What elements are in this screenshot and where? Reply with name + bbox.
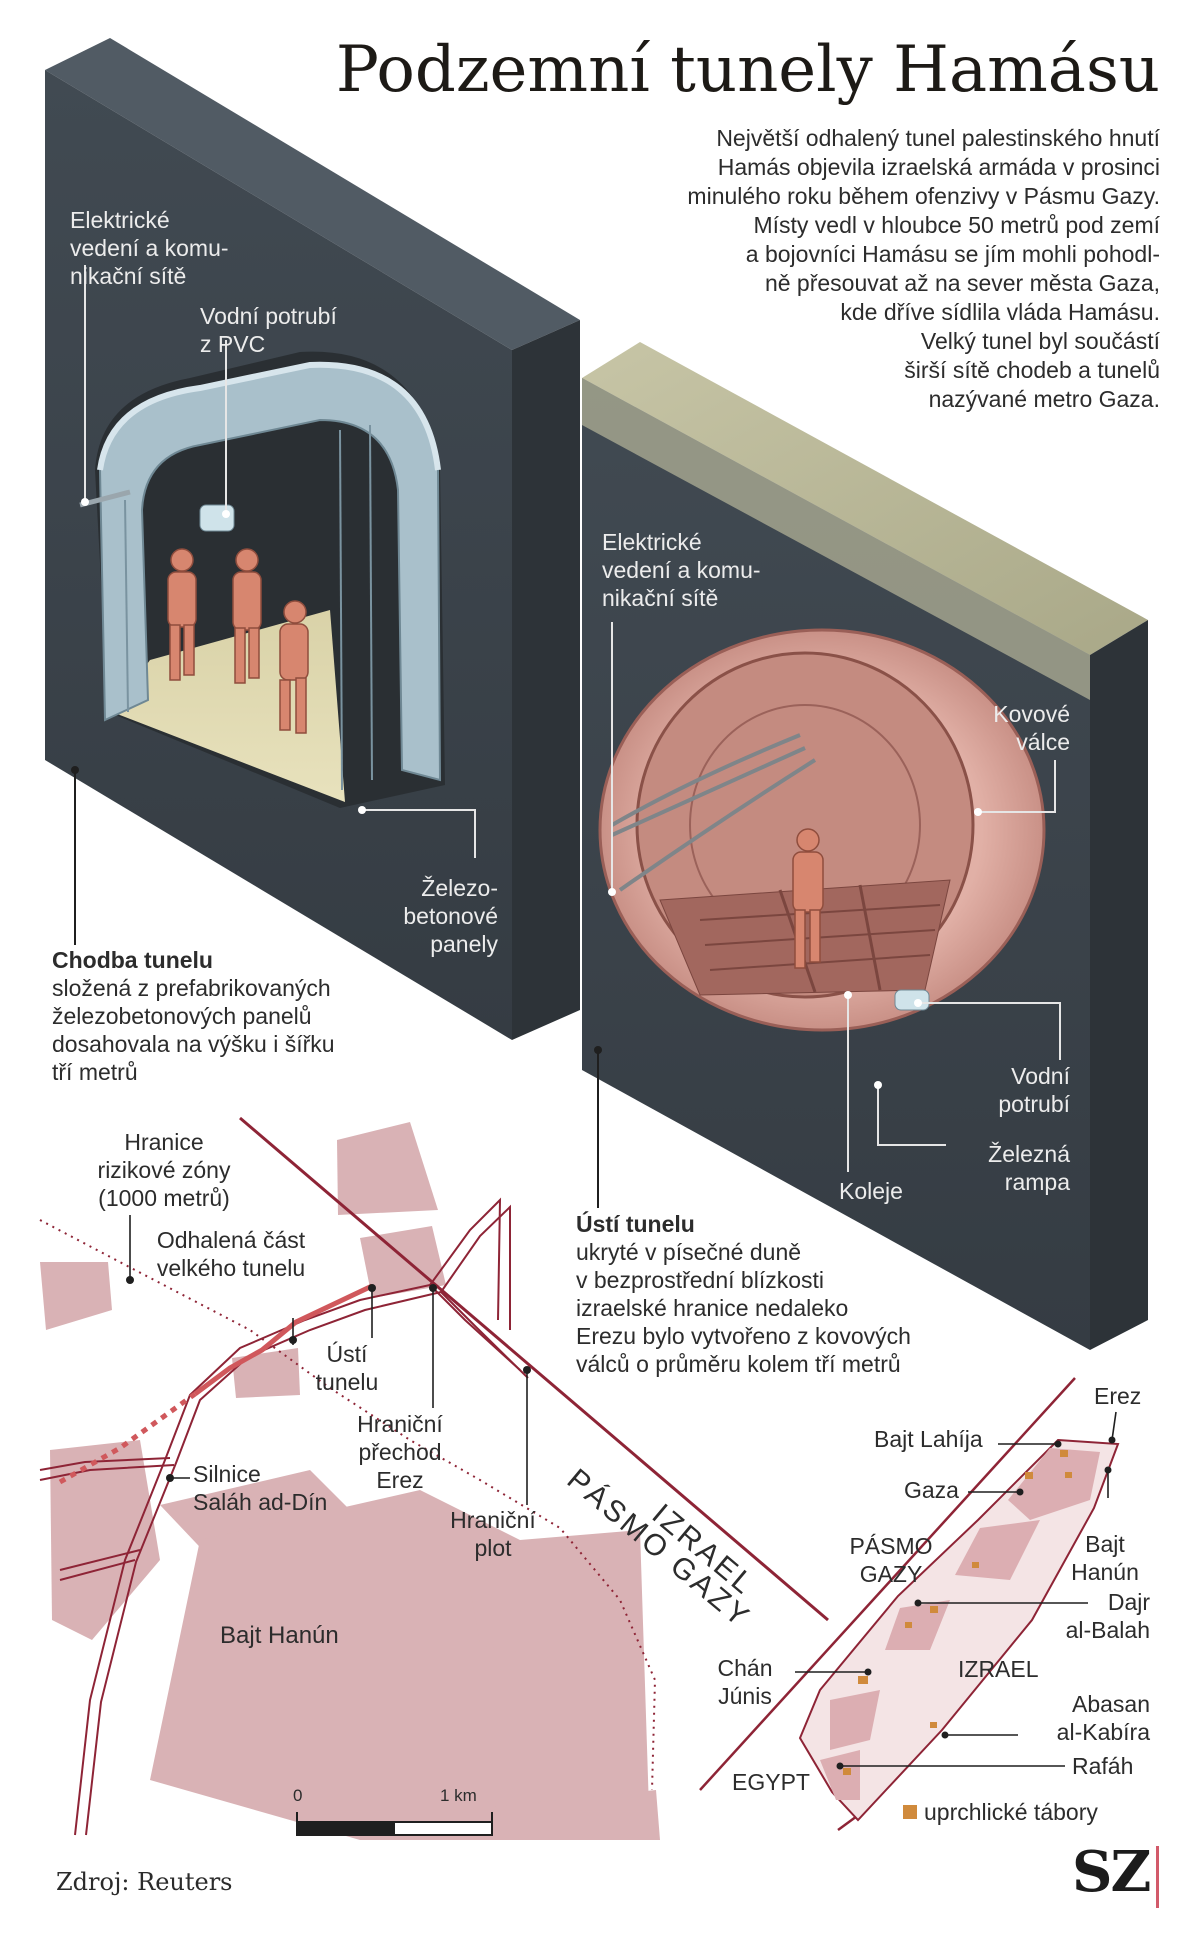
corridor-caption-pin <box>71 766 79 774</box>
refugee-camps <box>843 1450 1072 1775</box>
mouth-pin-cables <box>608 888 616 896</box>
inset-label-chan-junis: Chán Júnis <box>717 1655 773 1709</box>
mouth-caption-pin <box>594 1046 602 1054</box>
logo-accent-bar <box>1156 1846 1159 1908</box>
map-label-revealed-tunnel: Odhalená část velkého tunelu <box>156 1227 306 1281</box>
mouth-soldier <box>792 828 824 969</box>
mouth-pin-pipe <box>914 999 922 1007</box>
inset-label-egypt: EGYPT <box>732 1769 810 1795</box>
corridor-arch-rim <box>97 361 441 471</box>
mouth-caption: Ústí tunelu ukryté v písečné duně v bezp… <box>576 1211 911 1377</box>
revealed-tunnel <box>193 1283 374 1397</box>
inset-label-bajt-hanun: Bajt Hanún <box>1071 1531 1139 1585</box>
corridor-leaders <box>84 265 476 858</box>
mouth-pin-ramp <box>874 1081 882 1089</box>
intro-text: Největší odhalený tunel palestinského hn… <box>687 125 1160 412</box>
main-map <box>39 1116 829 1840</box>
corridor-label-panels: Železo- betonové panely <box>403 875 498 957</box>
inset-label-gaza-strip: PÁSMO GAZY <box>849 1533 933 1587</box>
map-label-risk-zone: Hranice rizikové zóny (1000 metrů) <box>97 1129 231 1211</box>
scale-label-zero: 0 <box>293 1786 303 1805</box>
corridor-pin-panels <box>358 806 366 814</box>
mouth-label-rails: Koleje <box>839 1178 903 1204</box>
mouth-block-side <box>1090 620 1148 1350</box>
inset-label-rafah: Rafáh <box>1072 1753 1134 1779</box>
risk-zone-boundary <box>39 1219 657 1791</box>
sz-logo: SZ <box>1072 1839 1151 1905</box>
mouth-label-cylinders: Kovové válce <box>993 701 1070 755</box>
inset-label-dajr-al-balah: Dajr al-Balah <box>1065 1589 1150 1643</box>
mouth-leaders <box>611 622 1061 1172</box>
corridor-block-side <box>512 320 580 1040</box>
legend-label-refugee-camps: uprchlické tábory <box>924 1799 1098 1825</box>
map-label-erez-crossing: Hraniční přechod Erez <box>357 1411 443 1493</box>
map-label-bajt-hanun: Bajt Hanún <box>220 1622 339 1649</box>
mouth-label-cables: Elektrické vedení a komu- nikační sítě <box>602 529 761 611</box>
inset-leaders <box>795 1411 1117 1767</box>
legend-swatch <box>903 1805 917 1819</box>
corridor-block <box>45 38 580 1040</box>
corridor-pin-pipe <box>222 510 230 518</box>
mouth-label-pipe: Vodní potrubí <box>998 1063 1070 1117</box>
mouth-water-pipe <box>894 989 930 1011</box>
mouth-block-top <box>582 342 1148 655</box>
inset-label-gaza: Gaza <box>904 1477 959 1503</box>
map-label-fence: Hraniční plot <box>450 1507 536 1561</box>
scale-bar <box>296 1812 493 1836</box>
mouth-cables <box>611 733 817 892</box>
mouth-block <box>582 342 1148 1350</box>
urban-areas <box>40 1122 660 1840</box>
gaza-strip-shape <box>798 1438 1120 1822</box>
source-credit: Zdroj: Reuters <box>56 1868 233 1896</box>
scale-label-km: 1 km <box>440 1786 477 1805</box>
corridor-caption: Chodba tunelu složená z prefabrikovaných… <box>52 947 335 1085</box>
inset-map <box>699 1377 1120 1832</box>
inset-label-abasan: Abasan al-Kabíra <box>1056 1691 1150 1745</box>
border-fence <box>239 1116 829 1622</box>
mouth-sand-layer <box>582 378 1090 700</box>
soldiers <box>167 548 309 734</box>
map-leaders <box>129 1215 528 1505</box>
inset-built-up <box>820 1448 1100 1800</box>
inset-label-bajt-lahija: Bajt Lahíja <box>874 1426 983 1452</box>
corridor-label-cables: Elektrické vedení a komu- nikační sítě <box>70 207 229 289</box>
corridor-block-top <box>45 38 580 350</box>
corridor-label-pvc-pipe: Vodní potrubí z PVC <box>200 303 337 357</box>
mouth-pin-rails <box>844 991 852 999</box>
inset-label-israel: IZRAEL <box>958 1656 1039 1682</box>
map-label-road: Silnice Saláh ad-Dín <box>193 1461 328 1515</box>
pvc-pipe <box>199 504 235 532</box>
corridor-pin-cables <box>81 498 89 506</box>
mouth-label-ramp: Železná rampa <box>988 1141 1070 1195</box>
mouth-pin-cylinders <box>974 808 982 816</box>
page-title: Podzemní tunely Hamásu <box>335 33 1160 107</box>
inset-label-erez: Erez <box>1094 1383 1142 1409</box>
map-label-tunnel-mouth: Ústí tunelu <box>315 1341 379 1395</box>
inset-border-line <box>699 1377 1076 1791</box>
